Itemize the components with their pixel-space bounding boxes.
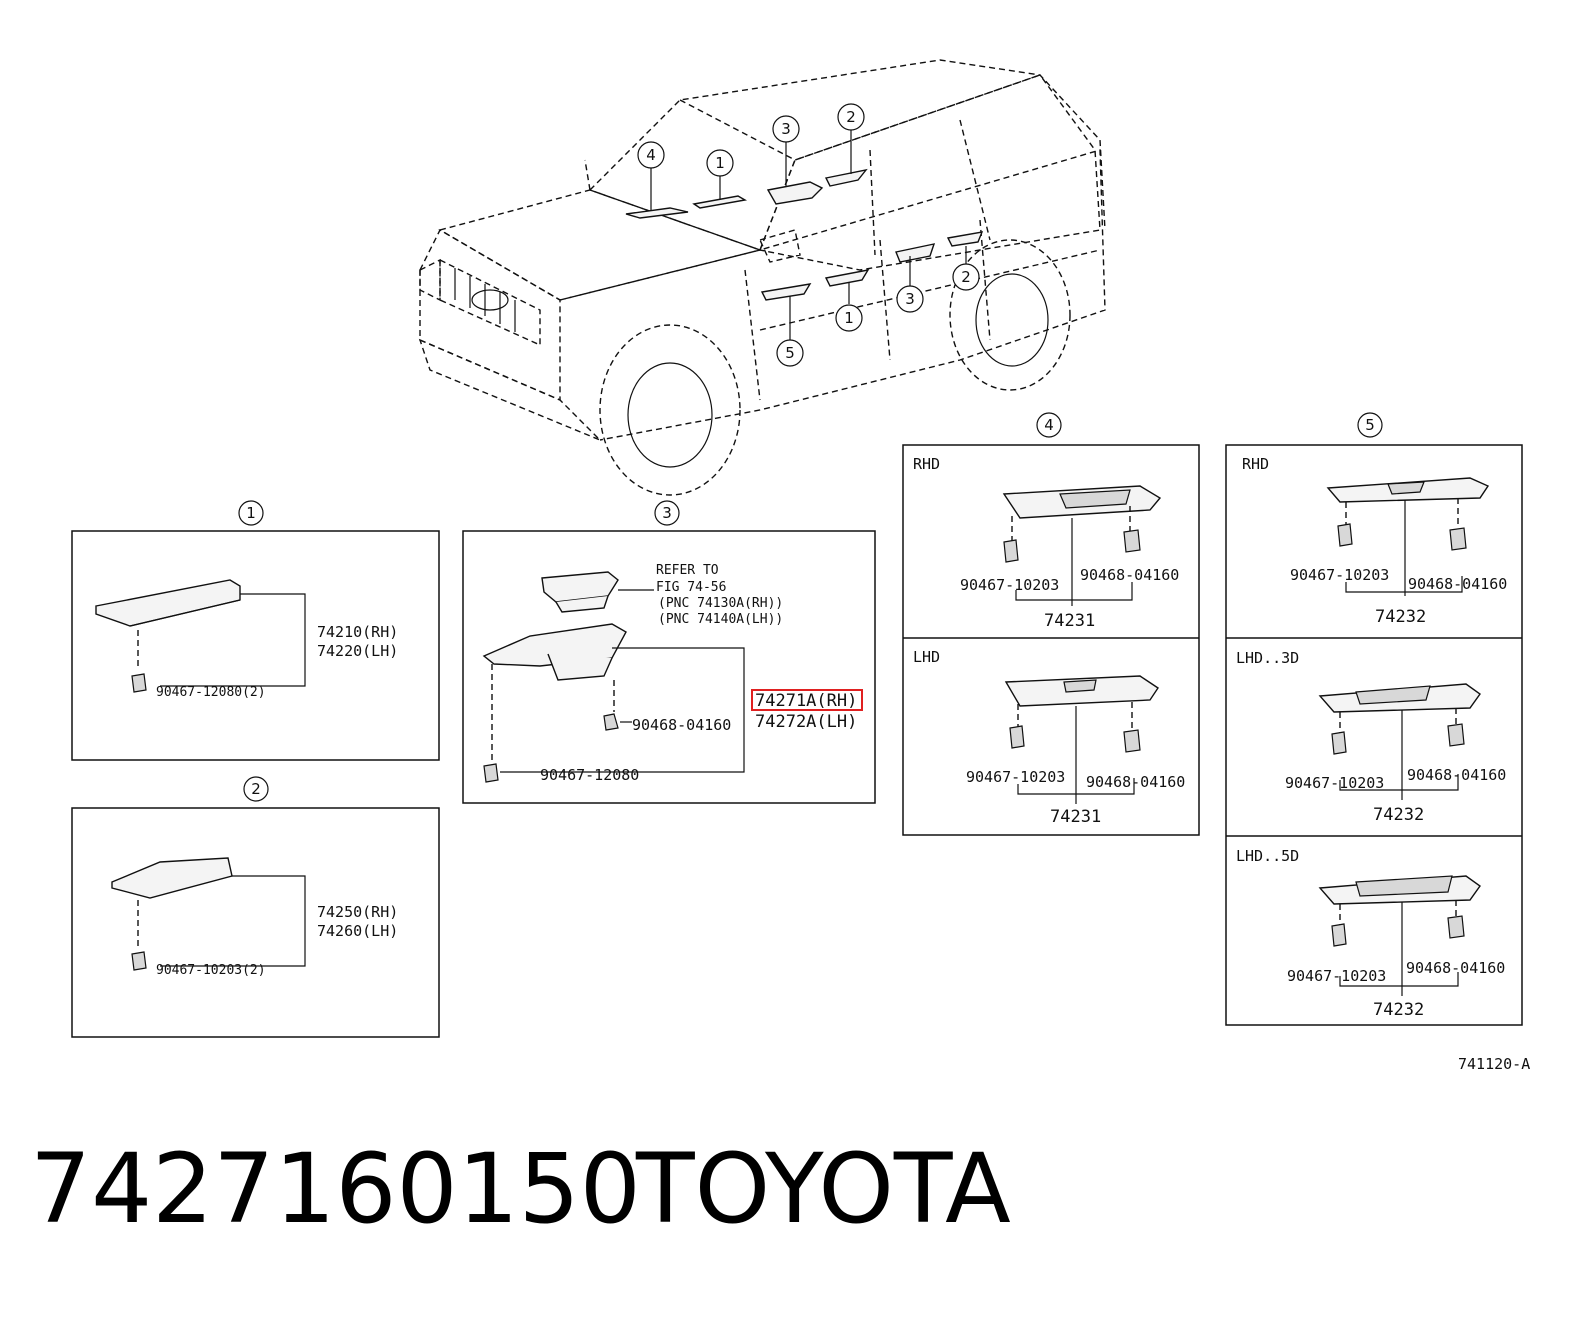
highlighted-part-box	[751, 689, 863, 711]
clip-icon	[1123, 729, 1141, 753]
refer-line-4: (PNC 74140A(LH))	[658, 612, 783, 627]
clip-icon	[1331, 731, 1347, 755]
refer-line-2: FIG 74-56	[656, 580, 726, 595]
clip-icon	[1123, 529, 1141, 553]
armrest-part	[95, 579, 241, 627]
part-number: 74232	[1373, 805, 1424, 825]
part-number: 74232	[1373, 1000, 1424, 1020]
refer-line-3: (PNC 74130A(RH))	[658, 596, 783, 611]
clip-part-number: 90467-12080(2)	[156, 685, 266, 700]
part-number-lh: 74260(LH)	[317, 922, 398, 940]
panel-1-frame	[71, 530, 440, 761]
callout-number: 3	[781, 120, 791, 138]
lhd-label: LHD	[913, 648, 940, 666]
clip-left: 90467-10203	[1287, 967, 1386, 985]
part-number-lh: 74220(LH)	[317, 642, 398, 660]
part-number: 74231	[1044, 611, 1095, 631]
panel-3-number: 3	[662, 504, 672, 522]
panel-4-callout	[1036, 412, 1062, 438]
clip-part-number-a: 90468-04160	[632, 716, 731, 734]
part-number-rh: 74271A(RH)	[755, 691, 857, 711]
clip-part-number: 90467-10203(2)	[156, 963, 266, 978]
clip-left: 90467-10203	[960, 576, 1059, 594]
footer-brand: TOYOTA	[635, 1133, 1011, 1245]
callout-circle	[837, 103, 865, 131]
footer-part-number: 7427160150	[30, 1133, 641, 1245]
clip-left: 90467-10203	[966, 768, 1065, 786]
callout-circle	[896, 285, 924, 313]
clip-right: 90468-04160	[1408, 575, 1507, 593]
clip-icon	[131, 673, 147, 693]
callout-circle	[772, 115, 800, 143]
part-number-rh: 74210(RH)	[317, 623, 398, 641]
callout-number: 5	[785, 344, 795, 362]
switch-base-part	[482, 623, 627, 667]
panel-1: 1 74210(RH) 74220(LH) 90467-12080(2)	[71, 500, 440, 761]
armrest-part	[111, 857, 233, 899]
callout-circle	[706, 149, 734, 177]
clip-icon	[483, 763, 499, 783]
clip-icon	[1331, 923, 1347, 947]
clip-left: 90467-10203	[1285, 774, 1384, 792]
callout-number: 2	[846, 108, 856, 126]
lhd-5d-label: LHD..5D	[1236, 847, 1299, 865]
panel-5-number: 5	[1365, 416, 1375, 434]
panel-2-frame	[71, 807, 440, 1038]
clip-right: 90468-04160	[1406, 959, 1505, 977]
clip-left: 90467-10203	[1290, 566, 1389, 584]
panel-4: 4 RHD 90467-10203 90468-04160 74231 LHD …	[902, 412, 1200, 836]
lhd-3d-label: LHD..3D	[1236, 649, 1299, 667]
panel-4-frame	[902, 444, 1200, 836]
panel-2-number: 2	[251, 780, 261, 798]
callout-circle	[952, 263, 980, 291]
panel-2: 2 74250(RH) 74260(LH) 90467-10203(2)	[71, 776, 440, 1038]
refer-line-1: REFER TO	[656, 563, 719, 578]
clip-icon	[131, 951, 147, 971]
clip-right: 90468-04160	[1407, 766, 1506, 784]
part-number-rh: 74250(RH)	[317, 903, 398, 921]
callout-number: 1	[715, 154, 725, 172]
rhd-label: RHD	[913, 455, 940, 473]
clip-icon	[1447, 915, 1465, 939]
callout-number: 2	[961, 268, 971, 286]
clip-icon	[1449, 527, 1467, 551]
panel-3-frame	[462, 530, 876, 804]
clip-icon	[1009, 725, 1025, 749]
clip-icon	[1003, 539, 1019, 563]
callout-number: 4	[646, 146, 656, 164]
panel-1-callout	[238, 500, 264, 526]
panel-5-frame	[1225, 444, 1523, 1026]
clip-right: 90468-04160	[1080, 566, 1179, 584]
clip-icon	[1337, 523, 1353, 547]
clip-right: 90468-04160	[1086, 773, 1185, 791]
panel-5: 5 RHD 90467-10203 90468-04160 74232 LHD.…	[1225, 412, 1523, 1026]
part-number: 74232	[1375, 607, 1426, 627]
clip-icon	[603, 713, 619, 731]
vehicle-illustration: 4 1 3 2 2 3 1 5	[418, 59, 1106, 496]
panel-4-number: 4	[1044, 416, 1054, 434]
panel-5-callout	[1357, 412, 1383, 438]
callout-circle	[835, 304, 863, 332]
panel-3: 3 REFER TO FIG 74-56 (PNC 74130A(RH)) (P…	[462, 500, 876, 804]
callout-circle	[776, 339, 804, 367]
panel-2-callout	[243, 776, 269, 802]
panel-3-callout	[654, 500, 680, 526]
callout-number: 3	[905, 290, 915, 308]
clip-part-number-b: 90467-12080	[540, 766, 639, 784]
part-number: 74231	[1050, 807, 1101, 827]
callout-number: 1	[844, 309, 854, 327]
callout-circle	[637, 141, 665, 169]
panel-1-number: 1	[246, 504, 256, 522]
figure-code: 741120-A	[1458, 1055, 1530, 1073]
rhd-label: RHD	[1242, 455, 1269, 473]
clip-icon	[1447, 723, 1465, 747]
part-number-lh: 74272A(LH)	[755, 712, 857, 732]
